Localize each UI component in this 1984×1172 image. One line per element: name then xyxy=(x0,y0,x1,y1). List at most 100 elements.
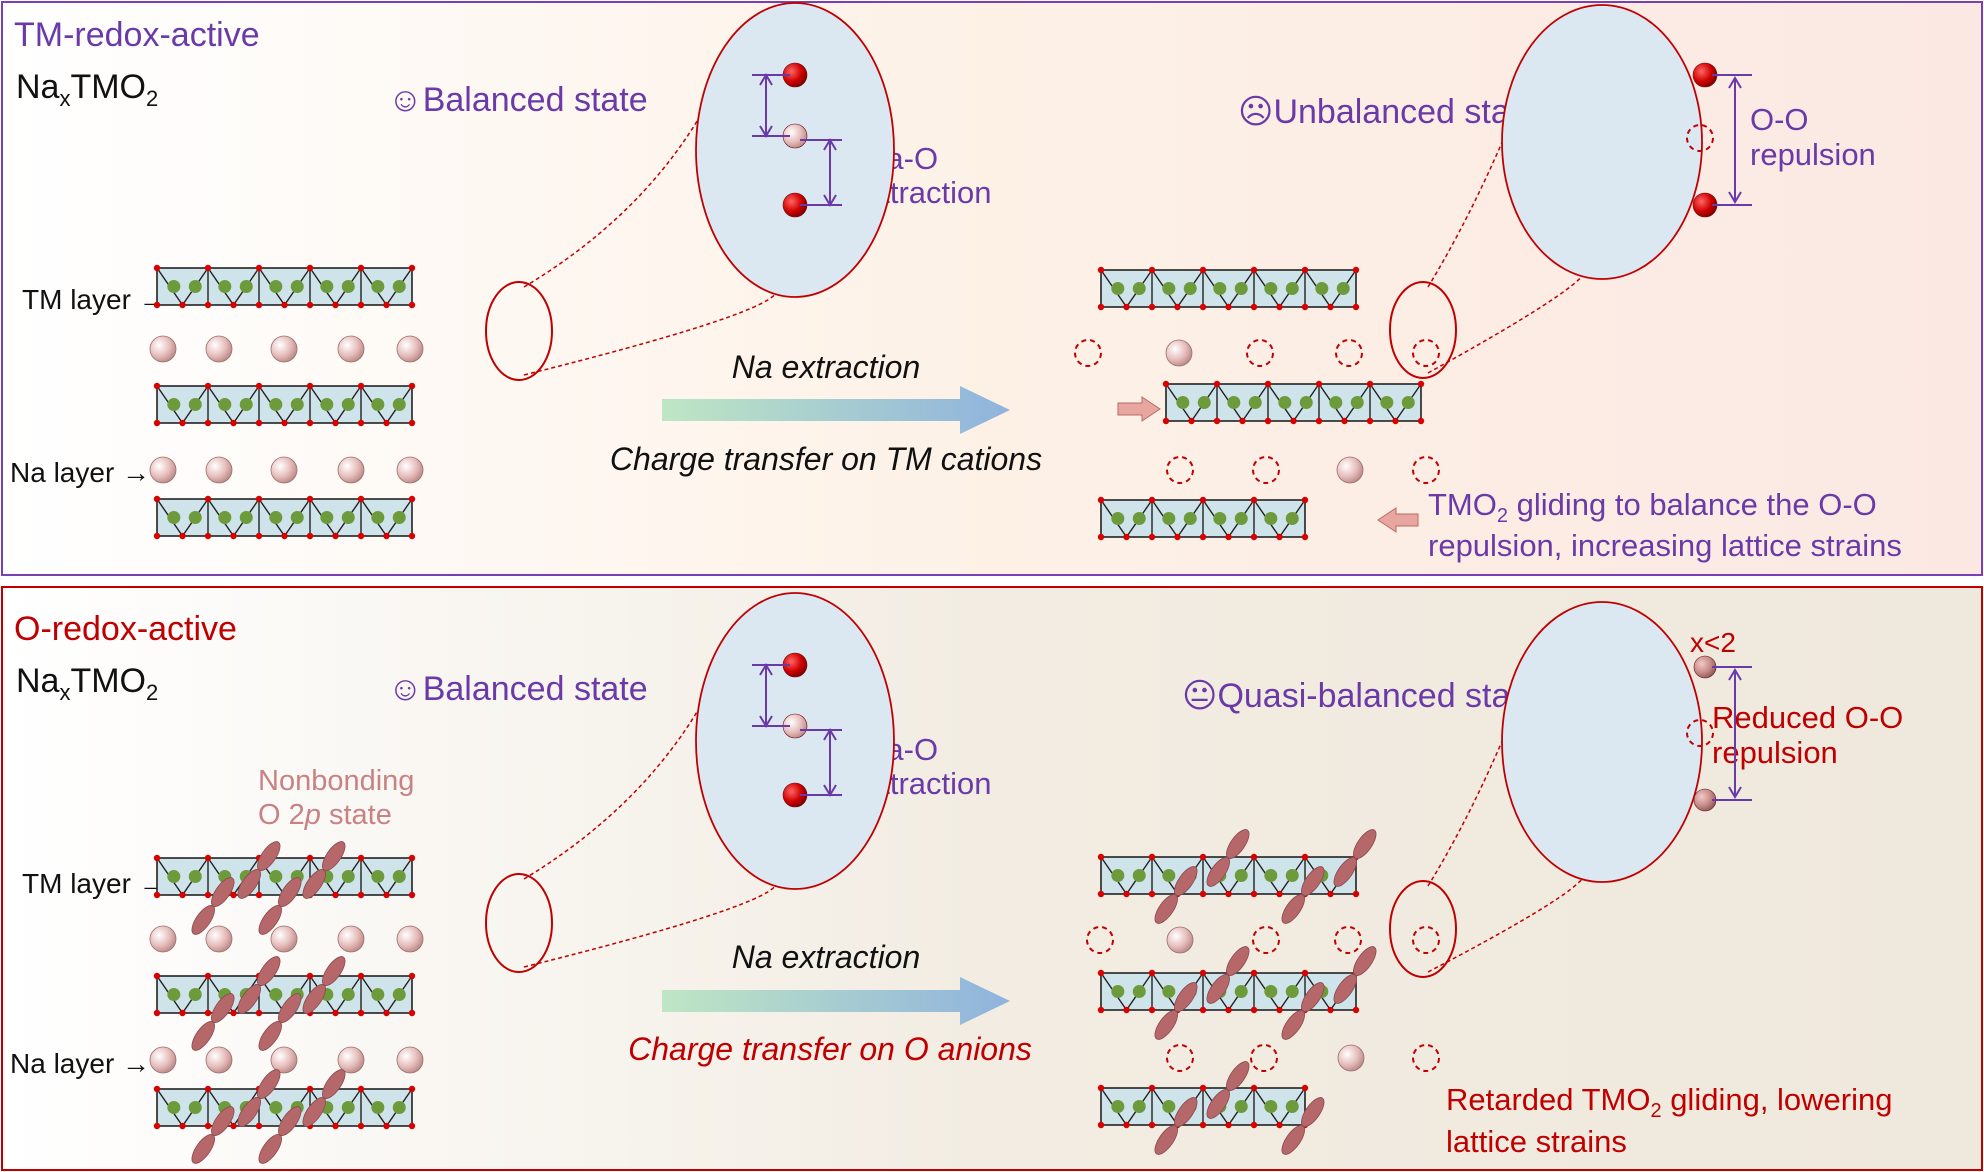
bottom-left-layer-2-tm-dot xyxy=(371,1101,385,1114)
bottom-right-layer-2-o-dot xyxy=(1301,1084,1309,1092)
bottom-right-layer-0-tm-dot xyxy=(1162,869,1176,882)
orbital-lobe xyxy=(278,993,302,1023)
top-right-layer-2-tm-dot xyxy=(1234,512,1248,525)
orbital-lobe xyxy=(322,956,346,986)
top-right-layer-1-o-dot xyxy=(1392,417,1399,425)
bottom-right-layer-0-o-dot xyxy=(1199,890,1207,898)
bottom-left-p-orbital xyxy=(191,993,235,1051)
top-left-zoom-bubble xyxy=(695,2,895,298)
bottom-right-p-orbital xyxy=(1333,946,1377,1004)
bottom-right-na-vacancy xyxy=(1250,1044,1278,1072)
top-left-na-ion xyxy=(337,335,365,363)
bottom-right-zoom-distance-head xyxy=(1728,786,1742,799)
top-left-layer-1-o-dot xyxy=(204,419,212,427)
bottom-tm-layer-label: TM layer → xyxy=(22,868,167,899)
top-left-na-ion xyxy=(270,456,298,484)
top-right-layer-1-tm-dot xyxy=(1278,396,1292,409)
bottom-right-layer-2-o-dot xyxy=(1250,1084,1258,1092)
top-left-layer-0-o-dot xyxy=(357,301,365,309)
top-right-layer-0-o-dot xyxy=(1352,266,1360,274)
bottom-left-layer-1-o-dot xyxy=(153,972,161,980)
top-note-line2: repulsion, increasing lattice strains xyxy=(1428,528,1902,563)
top-left-layer-2-o-dot xyxy=(357,532,365,540)
bottom-right-p-orbital xyxy=(1206,1061,1250,1119)
top-left-layer-0-o-dot xyxy=(204,301,212,309)
bottom-right-na-vacancy xyxy=(1334,926,1362,954)
top-left-layer-1-o-dot xyxy=(204,382,212,390)
top-right-layer-2-tm-dot xyxy=(1285,512,1299,525)
bottom-note-line1: Retarded TMO2 gliding, lowering xyxy=(1446,1082,1893,1122)
bottom-right-layer-1-tm-dot xyxy=(1132,985,1146,998)
bottom-left-layer-0-o-dot xyxy=(383,891,390,899)
bottom-left-zoom-distance-head xyxy=(823,784,837,797)
top-left-layer-2-tm-dot xyxy=(371,511,385,524)
top-left-layer-0-o-dot xyxy=(255,301,263,309)
top-reaction-arrow xyxy=(662,386,1010,434)
top-right-layer-0-o-dot xyxy=(1327,303,1334,311)
top-left-layer-2-o-dot xyxy=(357,495,365,503)
top-left-layer-1-o-dot xyxy=(306,382,314,390)
bottom-right-layer-1-o-dot xyxy=(1199,1006,1207,1014)
bottom-right-layer-1-tm-dot xyxy=(1234,985,1248,998)
bottom-right-layer-1-o-dot xyxy=(1250,969,1258,977)
top-right-layer-0-tm-dot xyxy=(1234,282,1248,295)
top-right-layer-0-o-dot xyxy=(1123,303,1130,311)
bottom-right-layer-2-o-dot xyxy=(1199,1084,1207,1092)
top-left-layer-0-o-dot xyxy=(306,264,314,272)
bottom-right-layer-0-tm-dot xyxy=(1132,869,1146,882)
top-left-layer-1-o-dot xyxy=(383,419,390,427)
top-right-layer-2-o-dot xyxy=(1174,533,1181,541)
top-right-layer-0-o-dot xyxy=(1174,303,1181,311)
bottom-left-p-orbital xyxy=(191,1106,235,1164)
bottom-right-layer-2-o-dot xyxy=(1276,1121,1283,1129)
bottom-right-na-vacancy xyxy=(1252,926,1280,954)
bottom-nonbonding-line2: O 2p state xyxy=(258,799,392,831)
top-left-zoom-focus-ellipse xyxy=(485,281,553,381)
top-left-layer-0-o-dot xyxy=(408,264,416,272)
top-right-layer-2-o-dot xyxy=(1148,533,1156,541)
bottom-left-layer-1-tm-dot xyxy=(188,988,202,1001)
top-left-na-ion xyxy=(396,456,424,484)
top-right-na-vacancy xyxy=(1246,339,1274,367)
bottom-right-layer-0-o-dot xyxy=(1327,890,1334,898)
top-left-layer-2-o-dot xyxy=(306,495,314,503)
top-right-layer-0-tm-dot xyxy=(1132,282,1146,295)
bottom-right-p-orbital xyxy=(1154,982,1198,1040)
top-left-layer-0-tm-dot xyxy=(392,280,406,293)
top-right-layer-2-o-dot xyxy=(1276,533,1283,541)
top-left-zoom-distance-head xyxy=(759,73,773,86)
bottom-left-layer-2-tm-dot xyxy=(341,1101,355,1114)
bottom-right-layer-0-o-dot xyxy=(1148,890,1156,898)
top-left-layer-2-o-dot xyxy=(255,532,263,540)
top-right-zoom-label2: repulsion xyxy=(1750,137,1876,172)
bottom-right-layer-0-o-dot xyxy=(1148,853,1156,861)
bottom-right-layer-2-o-dot xyxy=(1199,1121,1207,1129)
bottom-left-layer-0-o-dot xyxy=(357,854,365,862)
top-right-layer-1-o-dot xyxy=(1315,417,1323,425)
bottom-right-layer-2 xyxy=(1097,1084,1309,1129)
top-right-layer-2-o-dot xyxy=(1250,496,1258,504)
top-right-layer-2-o-dot xyxy=(1301,533,1309,541)
bottom-left-zoom-bubble xyxy=(695,592,895,890)
top-left-layer-2-tm-dot xyxy=(167,511,181,524)
top-left-layer-2 xyxy=(153,495,416,540)
orbital-lobe xyxy=(322,841,346,871)
top-left-layer-1-o-dot xyxy=(281,419,288,427)
top-left-layer-0-o-dot xyxy=(153,264,161,272)
bottom-left-na-ion xyxy=(205,1046,233,1074)
orbital-lobe xyxy=(1226,829,1250,859)
bottom-left-layer-1-o-dot xyxy=(306,972,314,980)
top-left-layer-0-tm-dot xyxy=(371,280,385,293)
bottom-left-na-ion xyxy=(270,925,298,953)
top-right-layer-0-o-dot xyxy=(1301,266,1309,274)
bottom-left-layer-2 xyxy=(153,1085,416,1130)
top-right-layer-1-o-dot xyxy=(1366,380,1374,388)
bottom-right-layer-1-o-dot xyxy=(1097,969,1105,977)
orbital-lobe xyxy=(322,1069,346,1099)
top-left-zoom-distance-head xyxy=(759,125,773,138)
top-right-layer-2-o-dot xyxy=(1250,533,1258,541)
bottom-left-layer-0-tm-dot xyxy=(167,870,181,883)
bottom-left-zoom-distance-head xyxy=(759,715,773,728)
bottom-right-zoom-vacancy xyxy=(1686,719,1714,747)
